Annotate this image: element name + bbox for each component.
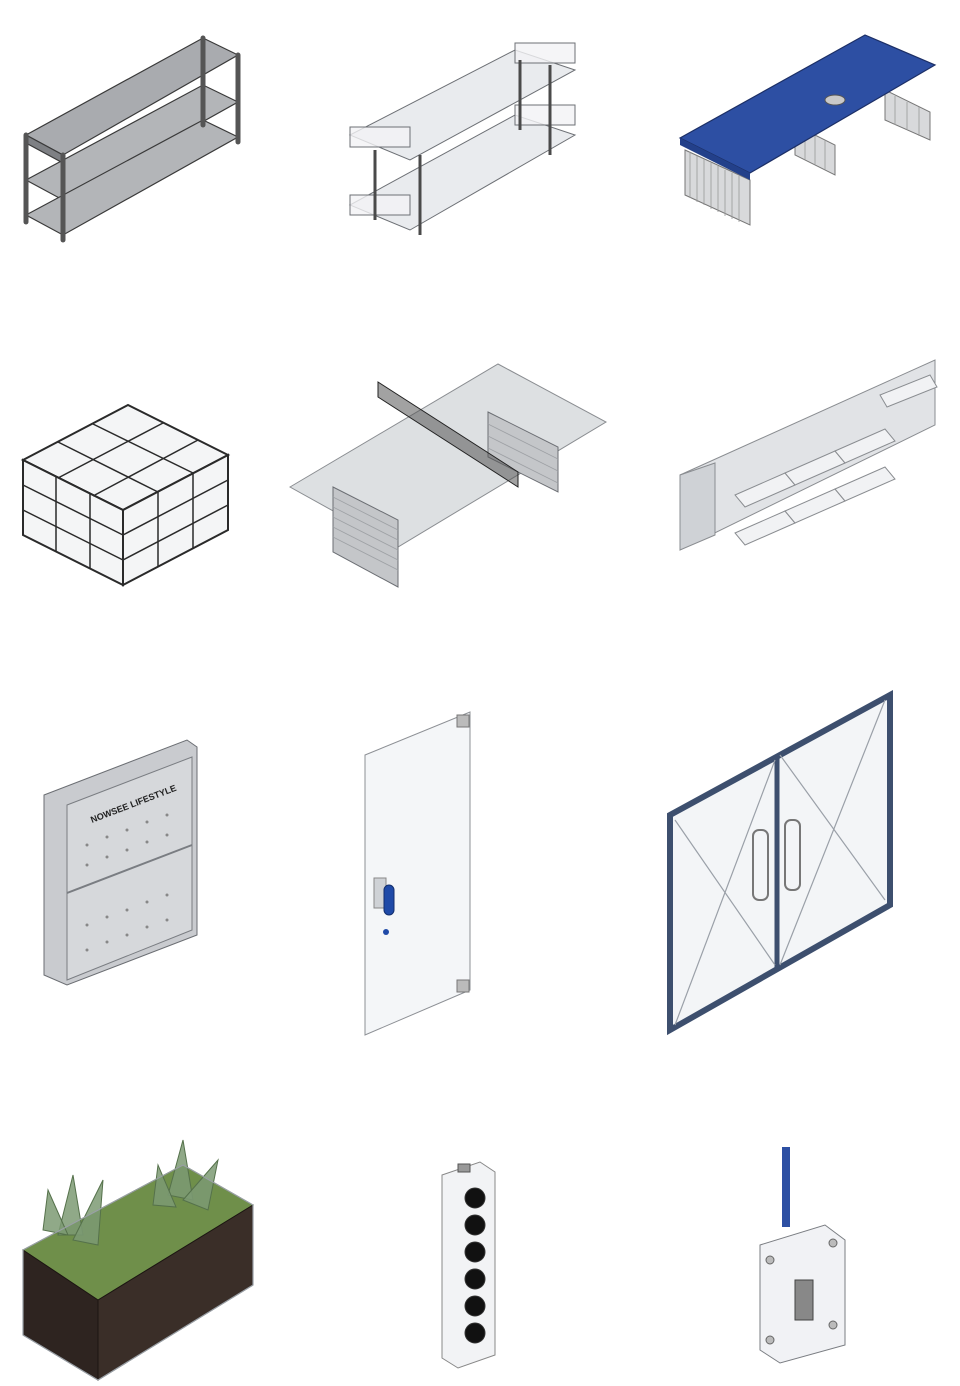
metal-shelf-icon xyxy=(23,35,241,243)
pegboard-cabinet-icon: NOWSEE LIFESTYLE xyxy=(43,739,198,986)
ping-pong-table xyxy=(288,362,608,592)
acrylic-shelf xyxy=(345,35,585,245)
switch-box-icon xyxy=(759,1147,846,1364)
speaker-column-icon xyxy=(441,1161,496,1369)
cube-grid-shelf-icon xyxy=(20,403,231,587)
acrylic-shelf-icon xyxy=(348,42,577,235)
double-glass-door xyxy=(665,689,900,1036)
pegboard-cabinet: NOWSEE LIFESTYLE xyxy=(42,735,202,990)
wall-display-rack-icon xyxy=(679,359,938,551)
cube-grid-shelf xyxy=(18,400,233,590)
terrazzo-counter xyxy=(675,30,940,230)
terrazzo-counter-icon xyxy=(678,34,937,226)
planter-box xyxy=(18,1135,258,1385)
ping-pong-table-icon xyxy=(288,363,608,588)
wall-display-rack xyxy=(675,355,945,565)
double-glass-door-icon xyxy=(667,689,893,1036)
switch-box xyxy=(755,1145,850,1365)
metal-shelf xyxy=(18,30,248,250)
planter-box-icon xyxy=(22,1139,254,1381)
glass-door-icon xyxy=(364,711,471,1036)
speaker-column xyxy=(440,1160,500,1370)
glass-door xyxy=(362,710,477,1040)
